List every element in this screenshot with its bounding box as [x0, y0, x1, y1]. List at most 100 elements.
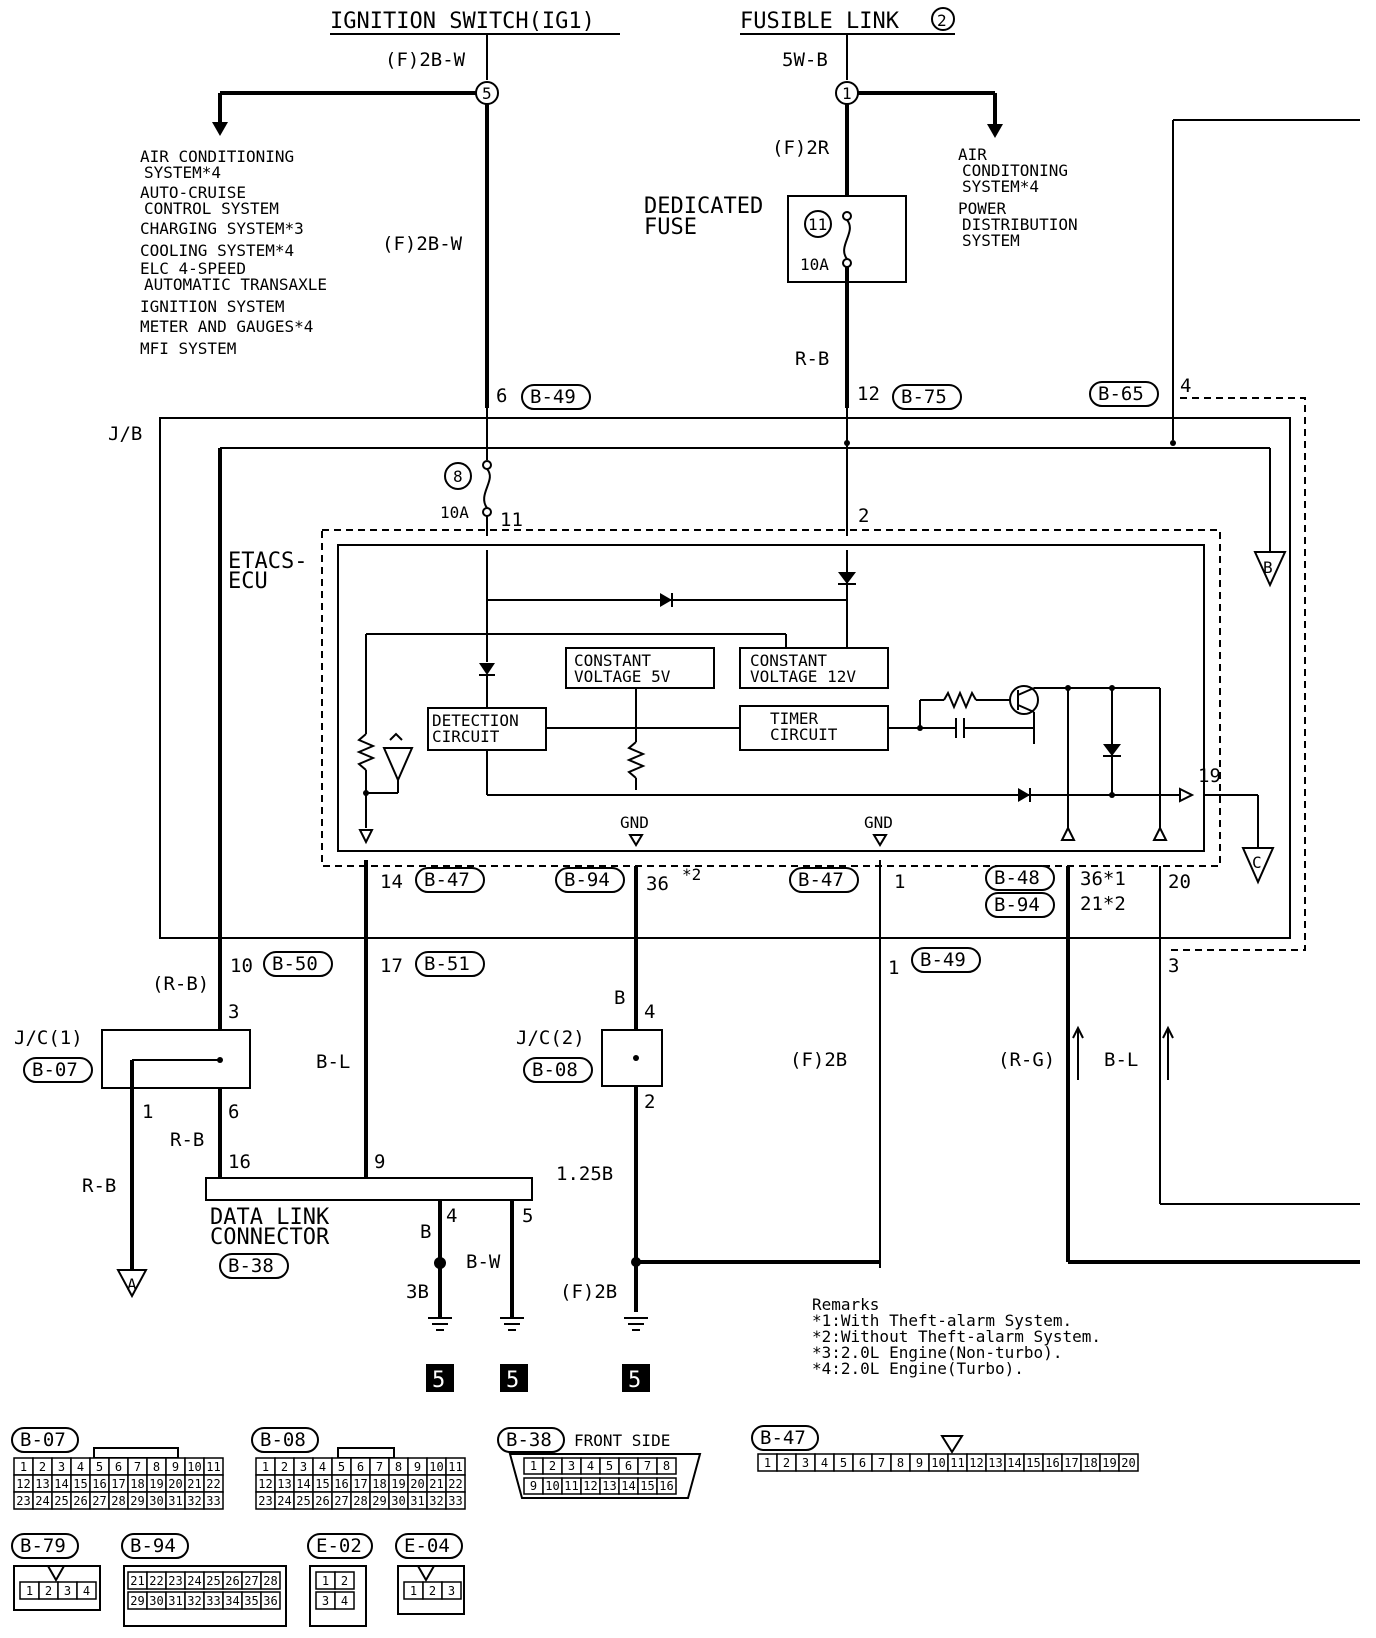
pin-number: 5: [96, 1460, 103, 1474]
svg-text:CONDITONING: CONDITONING: [962, 161, 1068, 180]
svg-text:2: 2: [858, 505, 869, 527]
svg-text:2: 2: [644, 1091, 655, 1113]
pin-number: 33: [448, 1494, 462, 1508]
svg-text:COOLING SYSTEM*4: COOLING SYSTEM*4: [140, 241, 294, 260]
svg-text:SYSTEM*4: SYSTEM*4: [144, 163, 221, 182]
pin-number: 6: [859, 1456, 866, 1470]
pin-number: 16: [1045, 1456, 1059, 1470]
pin-number: 25: [206, 1574, 220, 1588]
svg-text:AIR: AIR: [958, 145, 987, 164]
svg-text:B-49: B-49: [920, 949, 966, 971]
dedicated-fuse-label: DEDICATED: [644, 194, 763, 219]
svg-text:10A: 10A: [440, 503, 469, 522]
svg-text:A: A: [127, 1275, 137, 1294]
pin-number: 30: [149, 1494, 163, 1508]
pin-number: 9: [414, 1460, 421, 1474]
svg-text:CIRCUIT: CIRCUIT: [770, 725, 838, 744]
svg-text:10: 10: [230, 955, 253, 977]
pin-number: 31: [168, 1594, 182, 1608]
conn-view-e02: [307, 1533, 373, 1559]
pin-number: 2: [39, 1460, 46, 1474]
svg-text:B-07: B-07: [32, 1059, 78, 1081]
svg-text:*2:Without Theft-alarm System.: *2:Without Theft-alarm System.: [812, 1327, 1101, 1346]
jb-label: J/B: [108, 423, 142, 445]
svg-text:E-02: E-02: [316, 1535, 362, 1557]
pin-number: 7: [376, 1460, 383, 1474]
pin-number: 21: [429, 1477, 443, 1491]
svg-text:14: 14: [380, 871, 403, 893]
conn-view-b38: [497, 1427, 565, 1453]
pin-number: 20: [1121, 1456, 1135, 1470]
conn-b47-b: [789, 867, 859, 893]
conn-b48: [985, 865, 1055, 891]
pin-number: 14: [621, 1479, 635, 1493]
svg-text:1: 1: [842, 84, 852, 103]
svg-text:AUTO-CRUISE: AUTO-CRUISE: [140, 183, 246, 202]
pin-cell: [334, 1591, 355, 1610]
pin-number: 3: [802, 1456, 809, 1470]
pin-number: 26: [73, 1494, 87, 1508]
pin-number: 32: [429, 1494, 443, 1508]
pin-number: 13: [602, 1479, 616, 1493]
svg-text:POWER: POWER: [958, 199, 1007, 218]
wire-b-jc2: B: [614, 987, 625, 1009]
svg-text:B-49: B-49: [530, 386, 576, 408]
pin-number: 23: [16, 1494, 30, 1508]
svg-text:B-50: B-50: [272, 953, 318, 975]
conn-view-b07: [11, 1427, 79, 1453]
pin-number: 16: [334, 1477, 348, 1491]
pin-number: 19: [391, 1477, 405, 1491]
svg-text:AIR CONDITIONING: AIR CONDITIONING: [140, 147, 294, 166]
pin-number: 23: [258, 1494, 272, 1508]
pin-number: 13: [277, 1477, 291, 1491]
pin-number: 11: [564, 1479, 578, 1493]
pin-number: 27: [334, 1494, 348, 1508]
svg-text:5: 5: [432, 1368, 445, 1393]
pin-number: 5: [338, 1460, 345, 1474]
pin-cell: [441, 1581, 462, 1600]
svg-text:B-48: B-48: [994, 867, 1040, 889]
wire-rb-top: R-B: [795, 348, 829, 370]
svg-text:16: 16: [228, 1151, 251, 1173]
pin-number: 32: [187, 1594, 201, 1608]
pin-number: 10: [545, 1479, 559, 1493]
pin-cell: [76, 1581, 97, 1600]
pin-number: 1: [410, 1584, 417, 1598]
gnd-label-2: GND: [864, 813, 893, 832]
pin-number: 3: [322, 1594, 329, 1608]
pin-number: 15: [1026, 1456, 1040, 1470]
conn-b75: [892, 384, 962, 410]
svg-text:B-75: B-75: [901, 386, 947, 408]
wire-f2bw-top: (F)2B-W: [385, 49, 466, 71]
pin-number: 11: [448, 1460, 462, 1474]
pin-number: 1: [322, 1574, 329, 1588]
conn-b47-a: [415, 867, 485, 893]
svg-text:19: 19: [1198, 765, 1221, 787]
wire-5wb: 5W-B: [782, 49, 828, 71]
svg-text:1: 1: [142, 1101, 153, 1123]
svg-text:CHARGING SYSTEM*3: CHARGING SYSTEM*3: [140, 219, 304, 238]
pin-number: 17: [1064, 1456, 1078, 1470]
svg-text:AUTOMATIC TRANSAXLE: AUTOMATIC TRANSAXLE: [144, 275, 327, 294]
pin-number: 4: [821, 1456, 828, 1470]
ground-2: 5: [500, 1317, 528, 1393]
pin-number: 9: [916, 1456, 923, 1470]
svg-text:6: 6: [228, 1101, 239, 1123]
pin-number: 1: [262, 1460, 269, 1474]
pin-number: 21: [130, 1574, 144, 1588]
pin-number: 4: [83, 1584, 90, 1598]
pin-number: 12: [16, 1477, 30, 1491]
pin-number: 2: [45, 1584, 52, 1598]
wire-bl-right: B-L: [1104, 1049, 1138, 1071]
svg-text:5: 5: [522, 1205, 533, 1227]
pin-number: 24: [35, 1494, 49, 1508]
wire-f2b-gnd: (F)2B: [560, 1281, 617, 1303]
conn-b38: [219, 1253, 289, 1279]
pin-number: 20: [168, 1477, 182, 1491]
wire-bl-dlc: B-L: [316, 1051, 350, 1073]
pin-number: 14: [1007, 1456, 1021, 1470]
svg-text:VOLTAGE 12V: VOLTAGE 12V: [750, 667, 856, 686]
svg-text:B-38: B-38: [506, 1429, 552, 1451]
pin-number: 17: [111, 1477, 125, 1491]
